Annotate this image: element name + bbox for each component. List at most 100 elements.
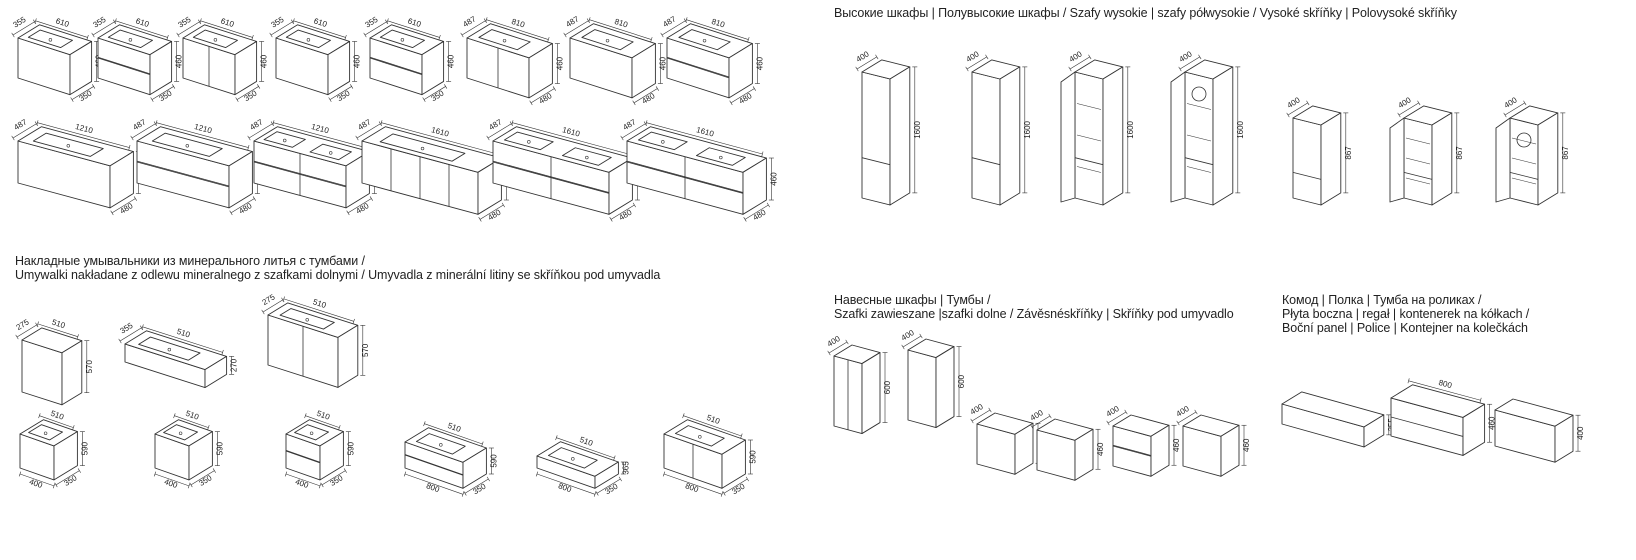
dimension-tick	[483, 18, 487, 23]
dimension-tick	[110, 210, 114, 216]
side-face	[149, 40, 173, 96]
drain	[329, 151, 333, 155]
dimension-line	[273, 122, 366, 148]
dimension-label: 460	[555, 56, 564, 70]
basin-bowl	[547, 447, 598, 469]
door-line	[1292, 172, 1322, 180]
dimension-tick	[1048, 413, 1052, 419]
drain	[439, 443, 443, 447]
dimension-tick	[740, 433, 743, 439]
dimension-line	[321, 470, 346, 486]
dimension-tick	[173, 413, 176, 419]
dimension-tick	[150, 97, 154, 102]
dimension-tick	[643, 121, 647, 126]
dimension-tick	[378, 121, 382, 126]
dimension-label: 610	[220, 16, 236, 29]
caption-line: Накладные умывальники из минерального ли…	[15, 254, 365, 268]
shelf-line	[1405, 177, 1431, 185]
side-face	[1554, 414, 1574, 463]
dimension-tick	[552, 86, 556, 91]
drain	[305, 318, 309, 322]
dimension: 510	[36, 318, 79, 340]
side-face	[1014, 422, 1034, 475]
front-face	[1184, 71, 1214, 206]
dimension-tick	[403, 471, 407, 477]
dimension-line	[200, 20, 253, 38]
dimension-line	[55, 470, 80, 486]
drawer-line	[404, 454, 464, 476]
dimension-tick	[752, 86, 756, 91]
dimension-tick	[965, 66, 969, 72]
dimension: 510	[304, 409, 341, 431]
dimension-label: 350	[157, 88, 174, 103]
dimension-tick	[586, 18, 590, 23]
door-line	[1403, 172, 1433, 180]
shelf-line	[1186, 134, 1212, 142]
dimension: 570	[84, 340, 94, 394]
side-face	[462, 447, 487, 489]
dimension-line	[1287, 102, 1308, 116]
dimension-label: 800	[1438, 378, 1454, 390]
dimension: 510	[282, 296, 355, 324]
dimension-tick	[38, 413, 41, 419]
dimension-tick	[650, 37, 653, 43]
dimension-tick	[1417, 100, 1421, 106]
dimension-label: 590	[346, 441, 355, 455]
basin-bowl	[695, 147, 746, 166]
dimension: 460	[554, 43, 564, 84]
drain	[420, 146, 425, 151]
dimension-tick	[72, 425, 75, 431]
drain	[128, 38, 133, 42]
drain	[66, 144, 71, 148]
side-face	[204, 355, 228, 389]
dimension-tick	[613, 455, 616, 461]
dimension: 610	[34, 16, 89, 40]
dimension: 400	[153, 471, 191, 490]
dimension: 510	[173, 409, 210, 431]
dimension-tick	[722, 491, 726, 496]
dimension-line	[248, 123, 273, 139]
dimension-label: 400	[163, 477, 179, 490]
dimension-tick	[118, 338, 122, 344]
drain	[585, 155, 589, 160]
dimension-line	[111, 198, 136, 214]
dimension-line	[12, 123, 37, 139]
dimension-line	[564, 20, 589, 36]
basin-bowl	[151, 132, 223, 157]
side-face	[1102, 66, 1124, 206]
dimension-line	[512, 122, 629, 155]
dimension-line	[404, 473, 464, 495]
side-face	[53, 431, 78, 481]
dimension-tick	[660, 32, 664, 38]
side-face	[1150, 424, 1170, 477]
dimension-tick	[91, 32, 95, 38]
dimension-tick	[187, 483, 191, 489]
dimension: 610	[386, 16, 441, 40]
dimension: 510	[141, 324, 224, 355]
dimension-line	[154, 473, 190, 487]
side-face	[631, 43, 656, 99]
dimension: 460	[1171, 424, 1181, 466]
dimension-tick	[35, 322, 39, 328]
dimension-tick	[1198, 54, 1202, 60]
dimension-line	[1107, 411, 1127, 424]
dimension-tick	[827, 350, 831, 356]
dimension-line	[364, 21, 387, 36]
dimension-line	[151, 86, 174, 100]
dimension-line	[856, 56, 877, 70]
dimension-tick	[328, 97, 332, 102]
dimension-label: 480	[237, 201, 254, 216]
dimension-tick	[1178, 66, 1182, 72]
drain	[213, 38, 218, 42]
dimension-tick	[318, 483, 322, 489]
dimension-line	[633, 88, 658, 104]
dimension-label: 400	[28, 477, 44, 490]
dimension-tick	[352, 318, 355, 324]
side-face	[528, 43, 553, 99]
open-door	[1495, 117, 1511, 203]
